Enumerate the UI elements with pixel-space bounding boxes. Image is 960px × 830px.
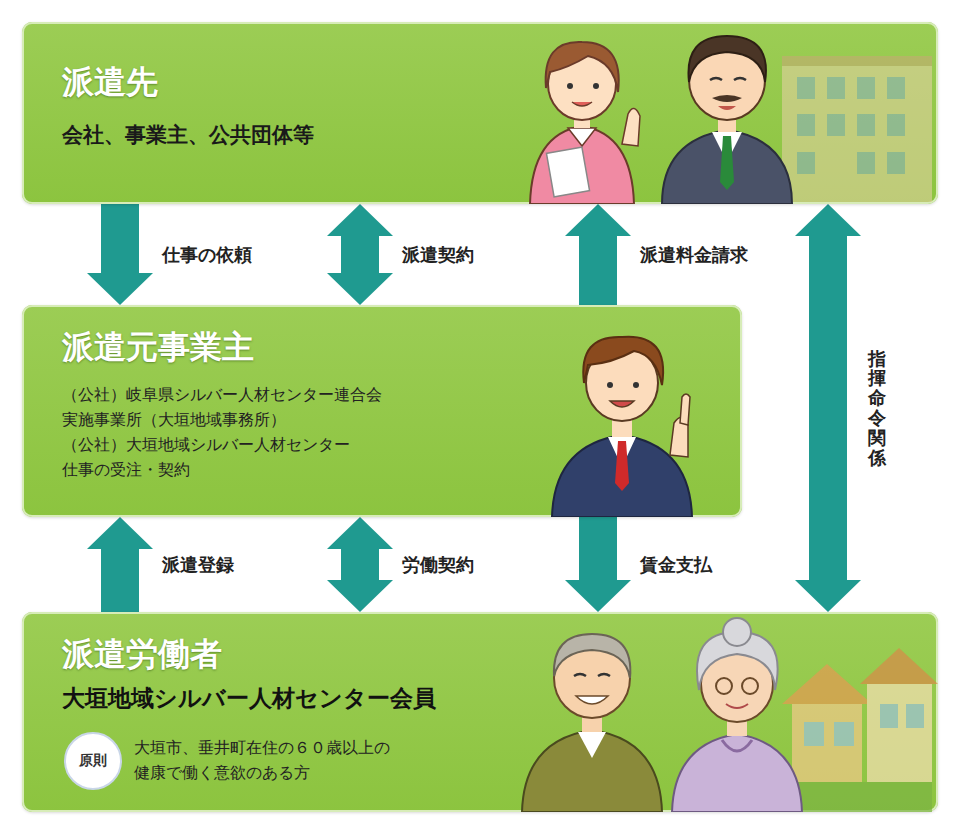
- block-arrow: [327, 517, 393, 612]
- staff-figure: [552, 337, 692, 517]
- block-arrow: [565, 517, 631, 612]
- elderly-woman-figure: [672, 618, 802, 812]
- building: [782, 56, 932, 202]
- elderly-man-figure: [522, 634, 662, 812]
- band-body: 仕事の受注・契約: [62, 460, 190, 480]
- edge-label: 指揮命令関係: [867, 347, 887, 470]
- principle-circle: 原則: [64, 732, 122, 790]
- houses: [782, 648, 938, 812]
- band-heading: 派遣先: [62, 62, 158, 102]
- block-arrow: [327, 204, 393, 305]
- agency-band: 派遣元事業主 （公社）岐阜県シルバー人材センター連合会実施事業所（大垣地域事務所）…: [22, 305, 742, 517]
- band-body: 実施事業所（大垣地域事務所）: [62, 410, 286, 430]
- worker-band: 派遣労働者大垣地域シルバー人材センター会員大垣市、垂井町在住の６０歳以上の 健康…: [22, 612, 938, 812]
- block-arrow: [87, 204, 153, 305]
- woman-figure: [530, 42, 640, 204]
- band-subheading: 大垣地域シルバー人材センター会員: [62, 684, 436, 713]
- edge-label: 労働契約: [399, 552, 477, 578]
- band-heading: 派遣労働者: [62, 634, 222, 674]
- circle-text: 原則: [79, 752, 107, 770]
- edge-label: 賃金支払: [637, 552, 715, 578]
- edge-label: 派遣料金請求: [637, 242, 751, 268]
- edge-label: 仕事の依頼: [159, 242, 255, 268]
- band-heading: 派遣元事業主: [62, 327, 254, 367]
- band-note: 大垣市、垂井町在住の６０歳以上の 健康で働く意欲のある方: [134, 736, 398, 786]
- businessman-figure: [662, 36, 792, 204]
- band-body: （公社）岐阜県シルバー人材センター連合会: [62, 385, 382, 405]
- block-arrow: [565, 204, 631, 305]
- band-body: （公社）大垣地域シルバー人材センター: [62, 435, 350, 455]
- client-band: 派遣先会社、事業主、公共団体等: [22, 22, 938, 204]
- edge-label: 派遣登録: [159, 552, 237, 578]
- client-illustration: [22, 22, 938, 204]
- block-arrow: [795, 204, 861, 612]
- block-arrow: [87, 517, 153, 612]
- edge-label: 派遣契約: [399, 242, 477, 268]
- band-body: 会社、事業主、公共団体等: [62, 122, 314, 148]
